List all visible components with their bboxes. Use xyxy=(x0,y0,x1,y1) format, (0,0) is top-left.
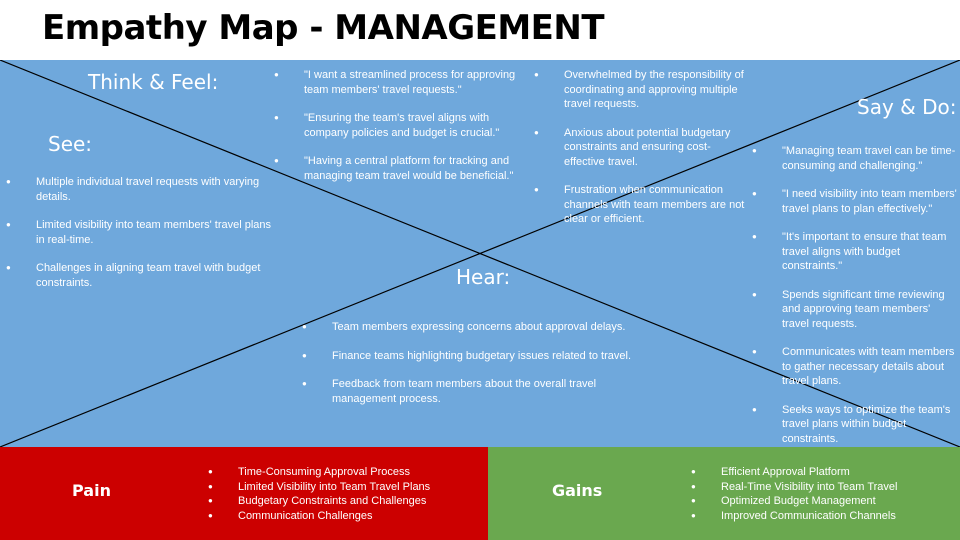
see-list: Multiple individual travel requests with… xyxy=(6,175,278,304)
list-item: "Ensuring the team's travel aligns with … xyxy=(274,111,532,140)
list-item: "I want a streamlined process for approv… xyxy=(274,68,532,97)
gains-heading: Gains xyxy=(552,481,603,500)
see-heading: See: xyxy=(48,132,93,156)
gains-list: Efficient Approval Platform Real-Time Vi… xyxy=(691,465,897,523)
list-item: Limited visibility into team members' tr… xyxy=(6,218,278,247)
list-item: Limited Visibility into Team Travel Plan… xyxy=(208,480,430,495)
pain-panel: Pain Time-Consuming Approval Process Lim… xyxy=(0,447,488,540)
say-do-list: "Managing team travel can be time-consum… xyxy=(752,144,958,447)
list-item: Multiple individual travel requests with… xyxy=(6,175,278,204)
list-item: "Having a central platform for tracking … xyxy=(274,154,532,183)
think-feel-list-right: Overwhelmed by the responsibility of coo… xyxy=(534,68,746,241)
think-feel-list-left: "I want a streamlined process for approv… xyxy=(274,68,532,197)
page-title: Empathy Map - MANAGEMENT xyxy=(42,8,605,48)
list-item: Anxious about potential budgetary constr… xyxy=(534,126,746,170)
list-item: Budgetary Constraints and Challenges xyxy=(208,494,430,509)
list-item: Improved Communication Channels xyxy=(691,509,897,524)
hear-heading: Hear: xyxy=(456,265,511,289)
list-item: Finance teams highlighting budgetary iss… xyxy=(302,349,652,364)
list-item: Time-Consuming Approval Process xyxy=(208,465,430,480)
pain-heading: Pain xyxy=(72,481,111,500)
diagonal-line-bottom-left-to-top-right xyxy=(0,60,960,447)
list-item: Communication Challenges xyxy=(208,509,430,524)
list-item: Overwhelmed by the responsibility of coo… xyxy=(534,68,746,112)
say-do-heading: Say & Do: xyxy=(857,95,957,119)
gains-panel: Gains Efficient Approval Platform Real-T… xyxy=(488,447,960,540)
list-item: Frustration when communication channels … xyxy=(534,183,746,227)
pain-list: Time-Consuming Approval Process Limited … xyxy=(208,465,430,523)
list-item: Spends significant time reviewing and ap… xyxy=(752,288,958,332)
think-feel-heading: Think & Feel: xyxy=(88,70,219,94)
list-item: "It's important to ensure that team trav… xyxy=(752,230,958,274)
hear-list: Team members expressing concerns about a… xyxy=(302,320,652,420)
empathy-map-area: Think & Feel: "I want a streamlined proc… xyxy=(0,60,960,447)
list-item: "I need visibility into team members' tr… xyxy=(752,187,958,216)
list-item: Seeks ways to optimize the team's travel… xyxy=(752,403,958,447)
list-item: Optimized Budget Management xyxy=(691,494,897,509)
list-item: Communicates with team members to gather… xyxy=(752,345,958,389)
list-item: Team members expressing concerns about a… xyxy=(302,320,652,335)
list-item: Efficient Approval Platform xyxy=(691,465,897,480)
list-item: Feedback from team members about the ove… xyxy=(302,377,652,406)
list-item: Real-Time Visibility into Team Travel xyxy=(691,480,897,495)
list-item: Challenges in aligning team travel with … xyxy=(6,261,278,290)
list-item: "Managing team travel can be time-consum… xyxy=(752,144,958,173)
